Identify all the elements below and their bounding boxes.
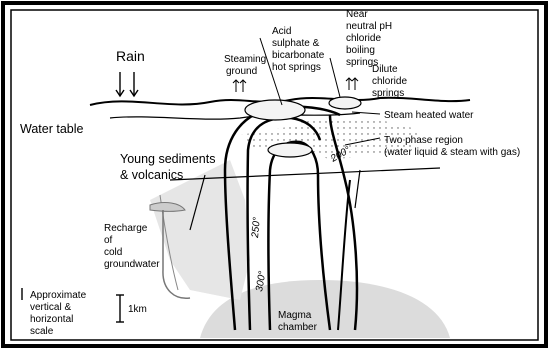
label-steam-heated-water: Steam heated water: [384, 110, 474, 121]
label-scale-value: 1km: [128, 304, 147, 315]
acid-spring-pool: [245, 100, 305, 120]
label-magma-chamber: Magma chamber: [278, 310, 318, 333]
isotherm-label-250: 250°: [250, 217, 263, 240]
chloride-spring-pool: [329, 97, 361, 109]
label-water-table: Water table: [20, 122, 84, 136]
steam-cap-lens: [268, 143, 312, 157]
label-rain: Rain: [116, 48, 145, 64]
